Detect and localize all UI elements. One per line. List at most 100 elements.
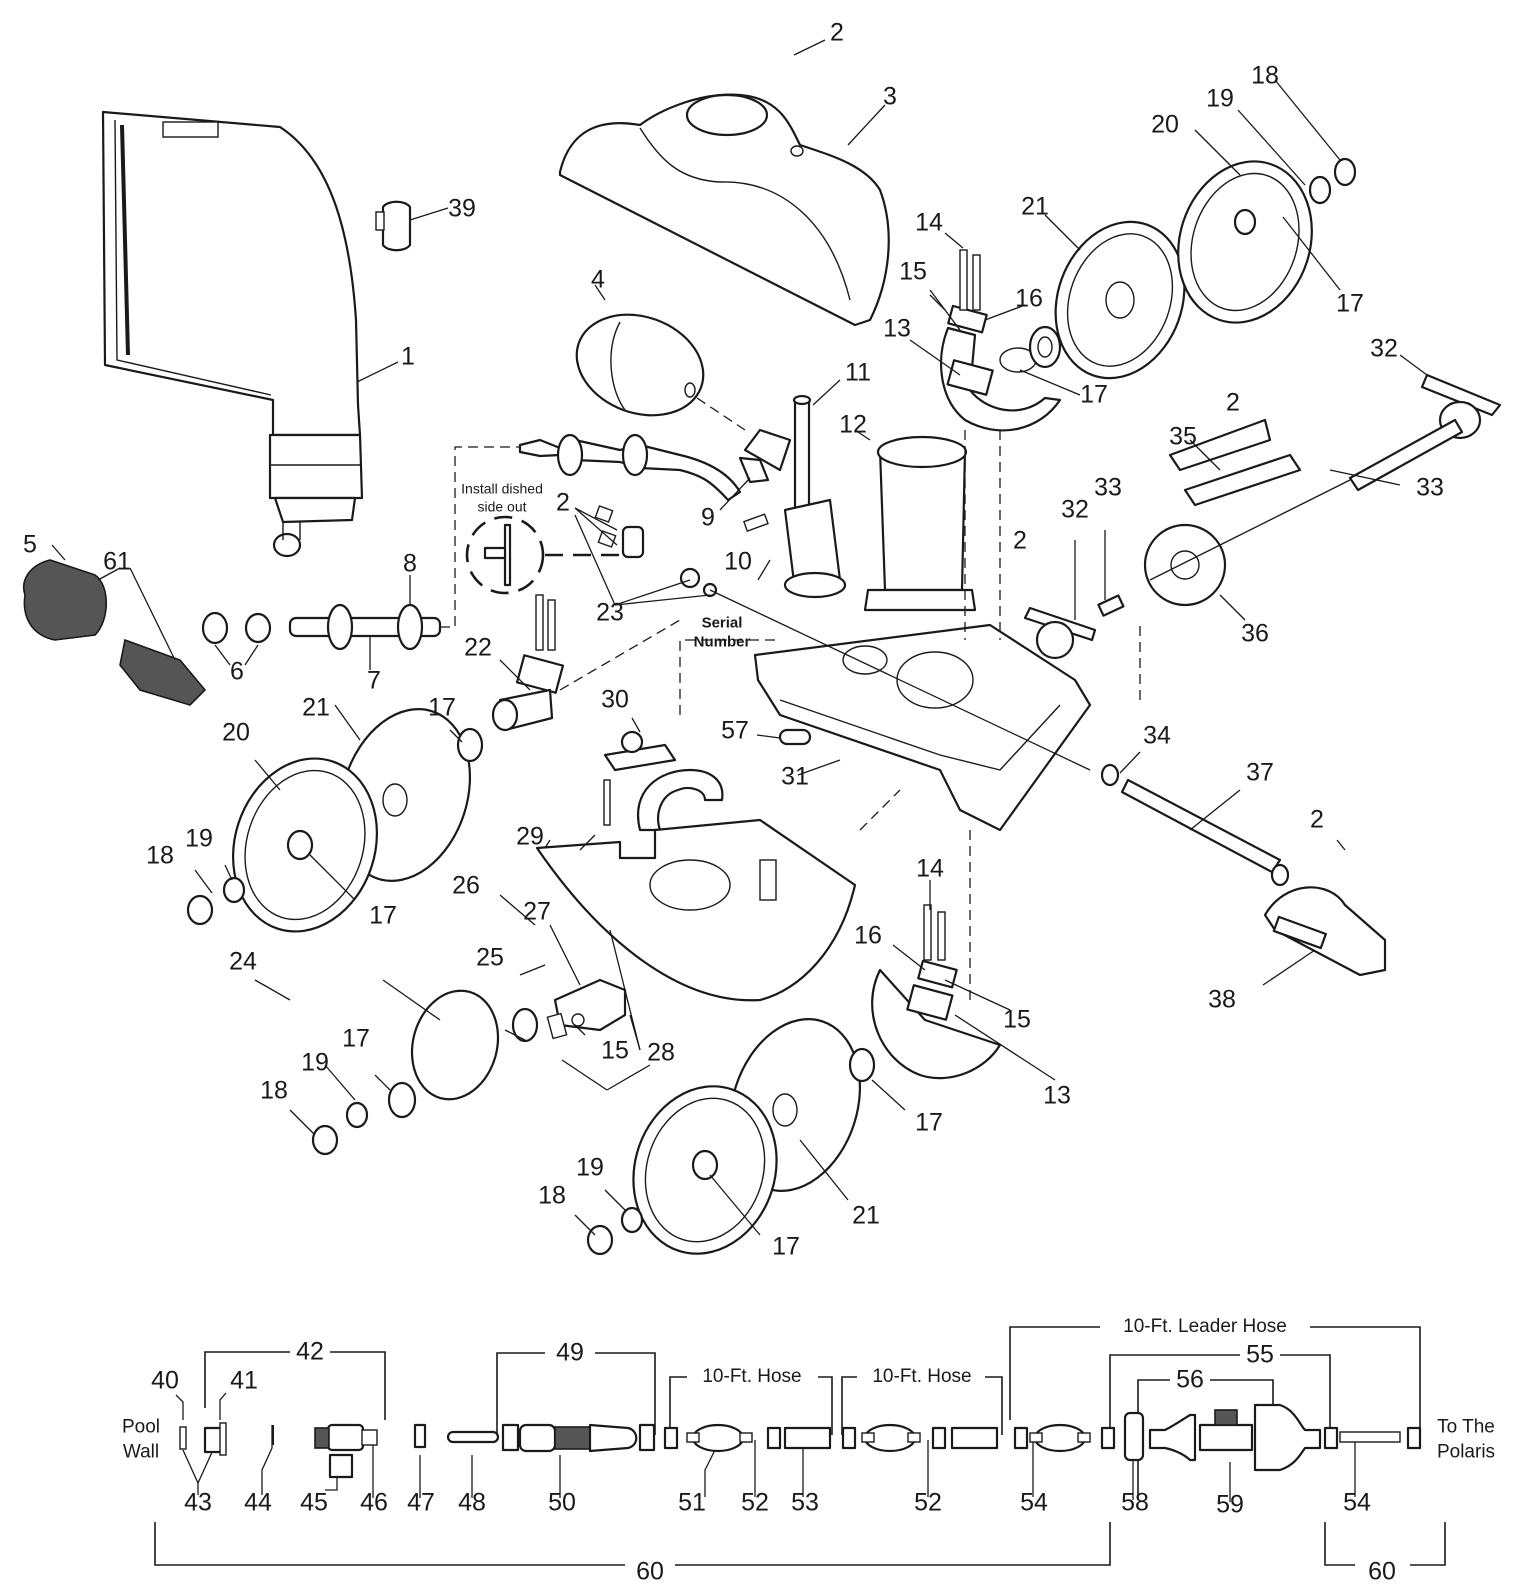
callout-part-14: 14 — [916, 854, 944, 883]
hose-assembly — [154, 1326, 1446, 1566]
callout-part-44: 44 — [244, 1488, 272, 1517]
callout-part-31: 31 — [781, 762, 809, 791]
callout-part-28: 28 — [647, 1038, 675, 1067]
callout-part-60: 60 — [1368, 1557, 1396, 1586]
callout-part-47: 47 — [407, 1488, 435, 1517]
callout-part-2: 2 — [556, 488, 570, 517]
callout-part-30: 30 — [601, 685, 629, 714]
callout-part-2: 2 — [1310, 805, 1324, 834]
callout-part-27: 27 — [523, 897, 551, 926]
callout-part-54: 54 — [1343, 1488, 1371, 1517]
callout-part-42: 42 — [296, 1337, 324, 1366]
top-cover — [558, 93, 890, 327]
screw-left — [186, 894, 214, 926]
wheel-21-upper — [1054, 220, 1186, 380]
callout-part-10: 10 — [724, 547, 752, 576]
callout-part-61: 61 — [103, 547, 131, 576]
bearing-left — [456, 727, 484, 763]
callout-part-41: 41 — [230, 1366, 258, 1395]
callout-part-24: 24 — [229, 947, 257, 976]
callout-part-32: 32 — [1370, 334, 1398, 363]
callout-part-19: 19 — [301, 1048, 329, 1077]
callout-part-43: 43 — [184, 1488, 212, 1517]
lower-deflector — [871, 904, 1002, 1080]
wheel-20-left — [231, 757, 379, 933]
wheel-20-lower — [632, 1085, 778, 1255]
callout-part-33: 33 — [1094, 473, 1122, 502]
callout-part-18: 18 — [538, 1181, 566, 1210]
callout-part-46: 46 — [360, 1488, 388, 1517]
callout-part-13: 13 — [883, 314, 911, 343]
dished-washer-detail — [465, 515, 630, 595]
callout-part-53: 53 — [791, 1488, 819, 1517]
leader-hose-label: 10-Ft. Leader Hose — [1117, 1316, 1293, 1338]
part-6-nuts — [201, 611, 272, 645]
serial-number-note: Serial Number — [693, 614, 751, 650]
callout-part-51: 51 — [678, 1488, 706, 1517]
callout-part-2: 2 — [830, 18, 844, 47]
callout-part-17: 17 — [1336, 289, 1364, 318]
callout-part-22: 22 — [464, 633, 492, 662]
inlet-tube — [738, 394, 847, 599]
callout-part-25: 25 — [476, 943, 504, 972]
wheel-20-upper — [1177, 160, 1313, 324]
callout-part-55: 55 — [1246, 1340, 1274, 1369]
callout-part-26: 26 — [452, 871, 480, 900]
callout-part-60: 60 — [636, 1557, 664, 1586]
callout-part-16: 16 — [1015, 284, 1043, 313]
callout-part-2: 2 — [1226, 388, 1240, 417]
filter-screen — [23, 559, 207, 706]
pool-wall-label: Pool Wall — [121, 1416, 161, 1462]
washer-left — [222, 876, 246, 904]
callout-part-1: 1 — [401, 342, 415, 371]
install-dished-note: Install dished side out — [461, 480, 543, 515]
callout-part-17: 17 — [369, 901, 397, 930]
callout-part-52: 52 — [914, 1488, 942, 1517]
callout-part-13: 13 — [1043, 1081, 1071, 1110]
part-23-set — [621, 525, 718, 598]
chassis — [753, 623, 1092, 832]
callout-part-29: 29 — [516, 822, 544, 851]
callout-part-33: 33 — [1416, 473, 1444, 502]
callout-part-34: 34 — [1143, 721, 1171, 750]
callout-part-57: 57 — [721, 716, 749, 745]
track-shaft-assembly — [1023, 373, 1502, 660]
callout-part-9: 9 — [701, 503, 715, 532]
float — [575, 313, 705, 417]
callout-part-59: 59 — [1216, 1490, 1244, 1519]
callout-part-58: 58 — [1121, 1488, 1149, 1517]
callout-part-56: 56 — [1176, 1365, 1204, 1394]
callout-part-17: 17 — [1080, 380, 1108, 409]
callout-part-18: 18 — [146, 841, 174, 870]
callout-part-15: 15 — [601, 1036, 629, 1065]
bracket-22 — [491, 594, 565, 732]
bearing-upper — [1028, 325, 1062, 369]
callout-part-48: 48 — [458, 1488, 486, 1517]
part-30-elbow — [603, 730, 724, 832]
screw-pair-2 — [594, 505, 617, 548]
to-polaris-label: To The Polaris — [1436, 1416, 1496, 1462]
callout-part-17: 17 — [428, 693, 456, 722]
callout-part-32: 32 — [1061, 495, 1089, 524]
callout-part-19: 19 — [576, 1153, 604, 1182]
callout-part-16: 16 — [854, 921, 882, 950]
callout-part-3: 3 — [883, 82, 897, 111]
callout-part-39: 39 — [448, 194, 476, 223]
callout-part-12: 12 — [839, 410, 867, 439]
callout-part-2: 2 — [1013, 526, 1027, 555]
callout-part-35: 35 — [1169, 422, 1197, 451]
part-39-clip — [375, 200, 412, 252]
callout-part-20: 20 — [222, 718, 250, 747]
rear-axle — [1100, 763, 1387, 977]
motor-housing — [863, 435, 977, 612]
hose-2-label: 10-Ft. Hose — [866, 1366, 978, 1388]
callout-part-37: 37 — [1246, 758, 1274, 787]
callout-part-36: 36 — [1241, 619, 1269, 648]
lower-left-assembly — [311, 978, 627, 1156]
callout-part-11: 11 — [845, 358, 871, 387]
callout-part-17: 17 — [342, 1024, 370, 1053]
upper-deflector — [939, 249, 1062, 432]
callout-part-40: 40 — [151, 1366, 179, 1395]
callout-part-15: 15 — [1003, 1005, 1031, 1034]
